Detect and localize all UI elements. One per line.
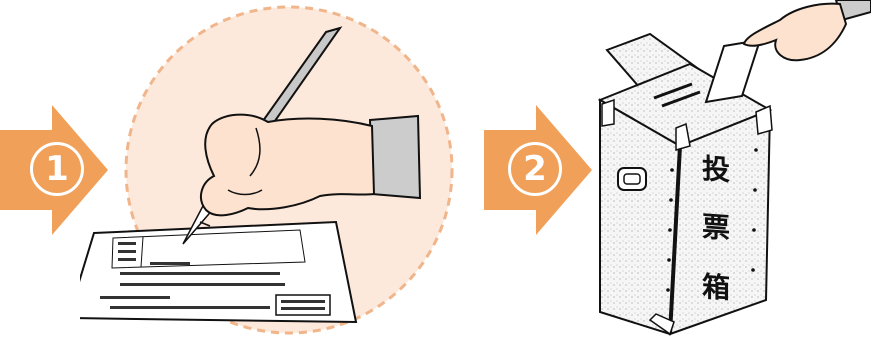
- box-label-char-2: 票: [702, 205, 730, 247]
- box-hand-icon: [744, 4, 846, 61]
- box-label-char-3: 箱: [702, 265, 730, 307]
- ballot-paper-icon: [80, 222, 356, 322]
- step-2-number: 2: [508, 142, 562, 196]
- box-label-char-1: 投: [702, 147, 730, 189]
- step-1-illustration: [80, 0, 480, 350]
- ballot-box-icon: [590, 0, 871, 350]
- sleeve: [370, 116, 420, 198]
- step-1-number: 1: [30, 142, 84, 196]
